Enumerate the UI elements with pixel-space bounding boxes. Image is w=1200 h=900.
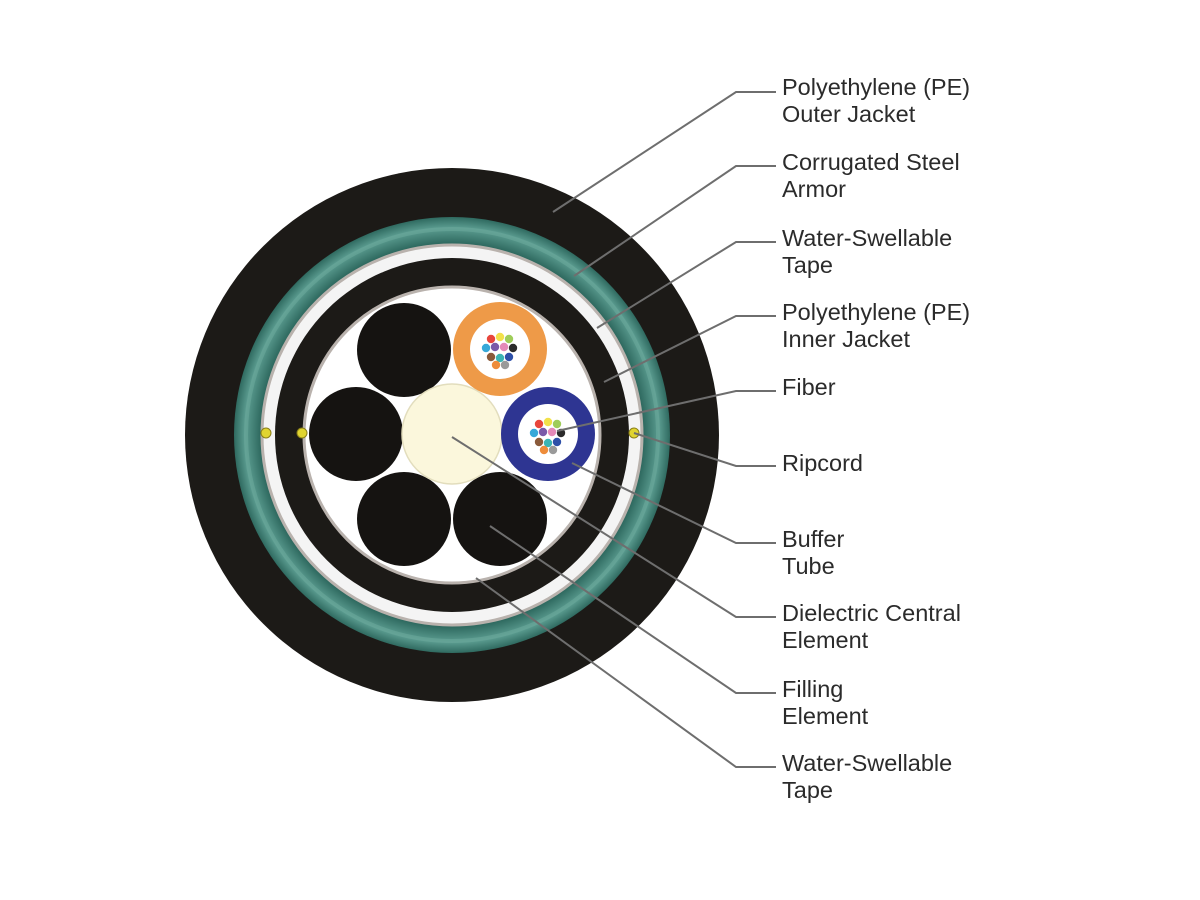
- fiber-strand: [481, 343, 491, 353]
- label-fiber: Fiber: [782, 374, 1182, 401]
- leader-line-water-tape-outer: [596, 241, 776, 329]
- fiber-strand: [547, 427, 557, 437]
- fiber-strand: [504, 352, 514, 362]
- label-water-tape-outer-line2: Tape: [782, 252, 833, 278]
- label-inner-jacket-line2: Inner Jacket: [782, 326, 911, 352]
- label-water-tape-inner-line2: Tape: [782, 777, 833, 803]
- central-element: [401, 383, 503, 485]
- fiber-strand: [499, 342, 509, 352]
- label-outer-jacket-line2: Outer Jacket: [782, 101, 916, 127]
- leader-line-ripcord: [633, 432, 776, 467]
- label-filling-element-line2: Element: [782, 703, 869, 729]
- label-buffer-tube: Buffer Tube: [782, 526, 1182, 580]
- filling-element: [453, 472, 547, 566]
- fiber-strand: [504, 334, 514, 344]
- label-outer-jacket-line1: Polyethylene (PE): [782, 74, 971, 100]
- label-filling-element-line1: Filling: [782, 676, 844, 702]
- fiber-strand: [508, 343, 518, 353]
- leader-line-buffer-tube: [571, 462, 776, 544]
- fiber-strand: [534, 419, 544, 429]
- fiber-strand: [538, 427, 548, 437]
- leader-line-fiber: [556, 390, 776, 432]
- label-central-element: Dielectric Central Element: [782, 600, 1182, 654]
- buffer-tube-orange-core: [470, 319, 530, 379]
- fiber-strand: [548, 445, 558, 455]
- leader-line-steel-armor: [573, 165, 776, 277]
- label-central-element-line1: Dielectric Central: [782, 600, 961, 626]
- ripcord: [296, 427, 308, 439]
- label-buffer-tube-line1: Buffer: [782, 526, 845, 552]
- label-inner-jacket-line1: Polyethylene (PE): [782, 299, 971, 325]
- steel-armor-highlight: [244, 227, 660, 643]
- label-outer-jacket: Polyethylene (PE) Outer Jacket: [782, 74, 1182, 128]
- filling-element: [357, 472, 451, 566]
- label-steel-armor-line2: Armor: [782, 176, 846, 202]
- label-buffer-tube-line2: Tube: [782, 553, 835, 579]
- label-central-element-line2: Element: [782, 627, 869, 653]
- fiber-strand: [543, 438, 553, 448]
- filling-element: [309, 387, 403, 481]
- label-fiber-line1: Fiber: [782, 374, 836, 400]
- fiber-strand: [534, 437, 544, 447]
- fiber-strand: [486, 334, 496, 344]
- fiber-strand: [491, 360, 501, 370]
- fiber-strand: [529, 428, 539, 438]
- fiber-strand: [495, 353, 505, 363]
- fiber-strand: [486, 352, 496, 362]
- fiber-strand: [539, 445, 549, 455]
- fiber-bundle-orange: [481, 332, 518, 370]
- label-steel-armor-line1: Corrugated Steel: [782, 149, 960, 175]
- label-ripcord-line1: Ripcord: [782, 450, 863, 476]
- leader-line-central-element: [451, 436, 776, 618]
- label-steel-armor: Corrugated Steel Armor: [782, 149, 1182, 203]
- leader-line-outer-jacket: [552, 91, 776, 213]
- label-water-tape-outer-line1: Water-Swellable: [782, 225, 953, 251]
- fiber-strand: [552, 419, 562, 429]
- fiber-strand: [552, 437, 562, 447]
- label-ripcord: Ripcord: [782, 450, 1182, 477]
- label-water-tape-inner-line1: Water-Swellable: [782, 750, 953, 776]
- label-filling-element: Filling Element: [782, 676, 1182, 730]
- leader-line-filling-element: [489, 525, 776, 694]
- label-water-tape-outer: Water-Swellable Tape: [782, 225, 1182, 279]
- fiber-strand: [495, 332, 505, 342]
- filling-element: [357, 303, 451, 397]
- fiber-strand: [500, 360, 510, 370]
- leader-line-inner-jacket: [603, 315, 776, 383]
- leader-line-water-tape-inner: [475, 577, 776, 768]
- label-inner-jacket: Polyethylene (PE) Inner Jacket: [782, 299, 1182, 353]
- buffer-tube-blue-core: [518, 404, 578, 464]
- ripcord: [260, 427, 272, 439]
- label-water-tape-inner: Water-Swellable Tape: [782, 750, 1182, 804]
- fiber-strand: [490, 342, 500, 352]
- fiber-strand: [543, 417, 553, 427]
